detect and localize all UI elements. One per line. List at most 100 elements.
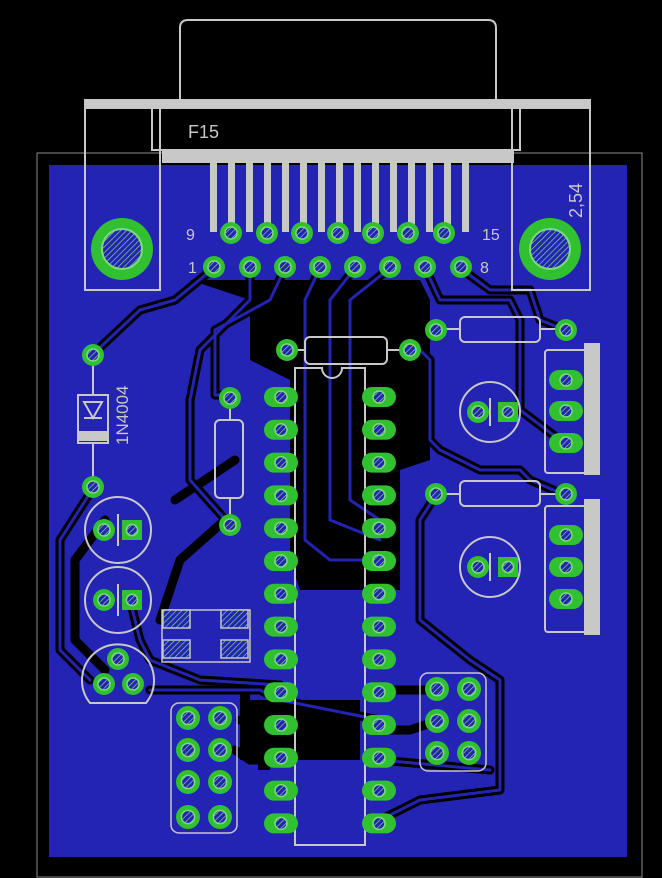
ic-pin — [264, 387, 298, 407]
ic-pin — [264, 616, 298, 637]
ic-pin — [362, 780, 396, 801]
ic-pin — [362, 649, 396, 670]
header-pin — [457, 741, 481, 765]
ic-pin — [362, 387, 396, 407]
header-pin — [208, 770, 232, 794]
ic-pin — [264, 682, 298, 703]
capacitor-pad — [498, 402, 518, 422]
diode-pad — [82, 344, 104, 366]
header-pin — [176, 738, 200, 762]
capacitor-pad — [122, 590, 142, 610]
header-pin — [425, 741, 449, 765]
capacitor-pad — [93, 519, 115, 541]
header-j2-outline — [544, 499, 600, 635]
ic-pin — [264, 419, 298, 440]
ic-dip28-outline — [294, 367, 366, 846]
header-j3-outline — [170, 702, 238, 834]
connector-pin — [309, 256, 331, 278]
regulator-pad — [93, 673, 115, 695]
ic-pin — [264, 649, 298, 670]
crystal-smd — [161, 609, 251, 663]
mounting-hole-left — [91, 218, 153, 280]
resistor-pad — [555, 483, 577, 505]
resistor-pad — [425, 483, 447, 505]
header-pin — [176, 706, 200, 730]
header-pin — [549, 401, 583, 421]
ic-pin — [264, 485, 298, 506]
ic-pin — [362, 715, 396, 735]
connector-pin — [203, 256, 225, 278]
ic-pin — [362, 616, 396, 637]
connector-pin — [397, 222, 419, 244]
ic-pin — [362, 551, 396, 571]
connector-pin — [239, 256, 261, 278]
ic-pin — [264, 747, 298, 768]
capacitor-pad — [467, 401, 489, 423]
pin-label-8: 8 — [480, 260, 489, 277]
resistor-pad — [399, 339, 421, 361]
ic-pin — [264, 452, 298, 473]
resistor-pad — [555, 319, 577, 341]
header-pin — [457, 677, 481, 701]
connector-pin — [379, 256, 401, 278]
connector-name: F15 — [188, 122, 219, 142]
header-pin — [549, 433, 583, 453]
ic-pin — [362, 419, 396, 440]
capacitor-c1 — [459, 381, 521, 443]
header-pin — [208, 805, 232, 829]
resistor-pad — [425, 319, 447, 341]
capacitor-pad — [498, 557, 518, 577]
capacitor-pad — [467, 556, 489, 578]
connector-pin — [256, 222, 278, 244]
ic-pin — [264, 518, 298, 539]
connector-pin — [291, 222, 313, 244]
pads-layer — [82, 222, 583, 834]
connector-pin — [450, 256, 472, 278]
ic-pin — [264, 583, 298, 604]
resistor-pad — [219, 514, 241, 536]
connector-pin-fingers — [210, 162, 469, 232]
pin-label-1: 1 — [188, 260, 197, 277]
connector-pin — [274, 256, 296, 278]
header-pin — [549, 589, 583, 609]
mounting-hole-right — [519, 218, 581, 280]
header-pin — [457, 709, 481, 733]
header-pin — [176, 770, 200, 794]
regulator-pad — [107, 648, 129, 670]
diode-1n4004 — [77, 362, 109, 480]
header-pin — [425, 709, 449, 733]
connector-pin — [414, 256, 436, 278]
voltage-regulator — [81, 643, 155, 704]
ic-pin — [362, 583, 396, 604]
ic-pin — [362, 485, 396, 506]
connector-pin — [220, 222, 242, 244]
ic-pin — [362, 682, 396, 703]
ic-pin — [362, 518, 396, 539]
pitch-label: 2,54 — [566, 183, 586, 218]
header-pin — [549, 370, 583, 390]
diode-pad — [82, 476, 104, 498]
header-pin — [549, 525, 583, 545]
header-j4-outline — [419, 672, 487, 772]
ic-pin — [362, 747, 396, 768]
ic-pin — [264, 780, 298, 801]
capacitor-pad — [122, 520, 142, 540]
ic-pin — [264, 813, 298, 834]
header-pin — [176, 805, 200, 829]
capacitor-pad — [93, 589, 115, 611]
resistor-pad — [219, 387, 241, 409]
connector-pin — [327, 222, 349, 244]
ic-pin — [362, 452, 396, 473]
header-pin — [208, 706, 232, 730]
header-j1-outline — [544, 343, 600, 475]
header-pin — [425, 677, 449, 701]
ic-pin — [264, 551, 298, 571]
header-pin — [549, 557, 583, 577]
header-pin — [208, 738, 232, 762]
diode-label: 1N4004 — [113, 385, 132, 445]
connector-pin — [433, 222, 455, 244]
capacitor-c4 — [84, 566, 152, 634]
square-pads-layer — [122, 402, 518, 610]
resistor-pad — [276, 339, 298, 361]
